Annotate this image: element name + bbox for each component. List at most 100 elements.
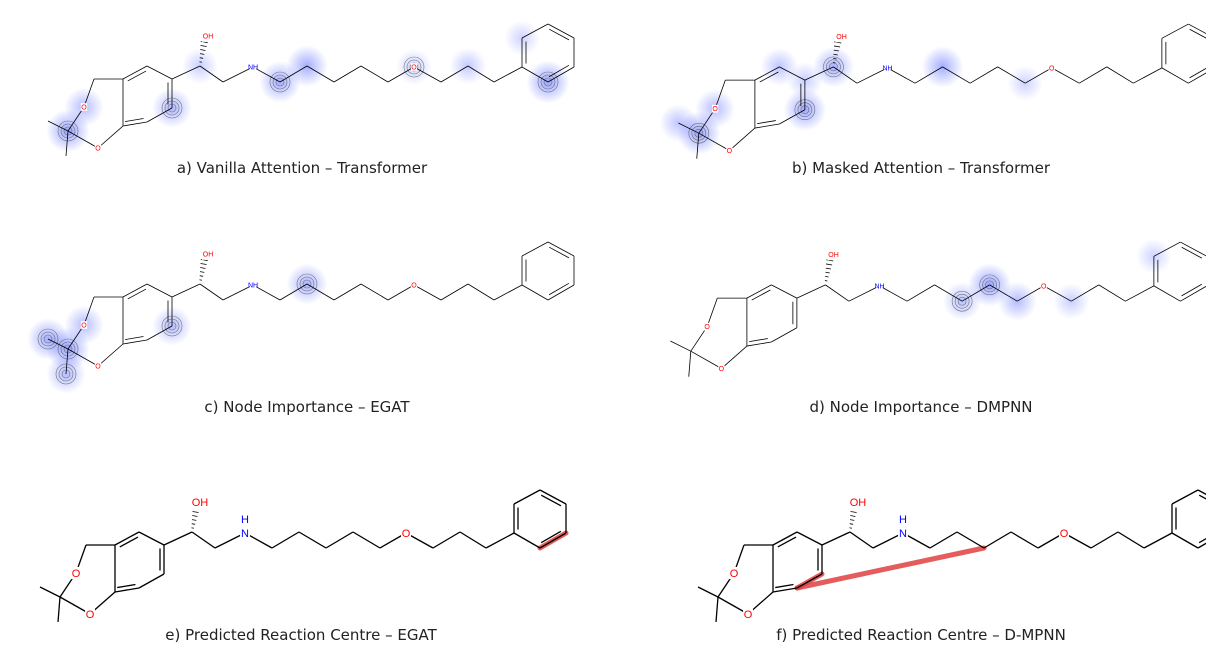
bond bbox=[191, 531, 216, 549]
double-bond bbox=[117, 583, 136, 589]
bond bbox=[521, 66, 549, 83]
atom-highlight bbox=[997, 281, 1037, 321]
bond bbox=[1197, 542, 1206, 549]
bond bbox=[333, 65, 362, 83]
caption-d: d) Node Importance – DMPNN bbox=[809, 398, 1033, 416]
bond bbox=[360, 65, 389, 83]
atom-label-o: O bbox=[81, 104, 87, 111]
attention-ring bbox=[409, 62, 419, 72]
bond bbox=[539, 532, 567, 549]
atom-label-o: O bbox=[95, 363, 101, 370]
attention-ring bbox=[60, 123, 76, 139]
atom-label-oh: OH bbox=[203, 33, 214, 40]
bond bbox=[690, 326, 708, 352]
atom-label-o: O bbox=[95, 145, 101, 152]
double-bond bbox=[777, 536, 797, 548]
double-bond bbox=[751, 289, 771, 301]
wedge-hash bbox=[191, 519, 197, 521]
double-bond bbox=[119, 536, 139, 548]
attention-ring bbox=[537, 71, 559, 93]
reaction-centre-bond bbox=[794, 545, 987, 591]
caption-a: a) Vanilla Attention – Transformer bbox=[176, 159, 428, 177]
bond bbox=[1090, 531, 1119, 549]
double-bond bbox=[548, 64, 570, 78]
bond bbox=[199, 65, 224, 83]
bond bbox=[746, 341, 772, 347]
caption-b: b) Masked Attention – Transformer bbox=[791, 159, 1051, 177]
bond bbox=[387, 284, 415, 301]
attention-ring bbox=[985, 280, 994, 290]
bond bbox=[697, 586, 719, 598]
double-bond bbox=[125, 336, 144, 340]
bond bbox=[138, 531, 165, 546]
atom-label-o: O bbox=[712, 106, 718, 113]
double-bond bbox=[749, 338, 768, 343]
attention-ring bbox=[957, 296, 967, 306]
bond bbox=[547, 284, 575, 301]
bond bbox=[872, 532, 904, 549]
wedge-hash bbox=[849, 523, 854, 525]
wedge-hash bbox=[199, 53, 205, 55]
atom-label-o: O bbox=[1060, 528, 1069, 540]
bond bbox=[1010, 531, 1039, 549]
bond bbox=[848, 285, 880, 302]
atom-label-o: O bbox=[704, 324, 710, 331]
bond bbox=[67, 324, 85, 350]
wedge-hash bbox=[850, 515, 856, 517]
bond bbox=[521, 284, 549, 301]
attention-ring bbox=[826, 59, 841, 75]
bond bbox=[432, 531, 461, 549]
double-bond bbox=[549, 246, 570, 259]
bond bbox=[729, 127, 756, 151]
bond bbox=[942, 66, 971, 84]
bond bbox=[796, 573, 823, 589]
double-bond bbox=[548, 282, 570, 296]
bond bbox=[222, 66, 254, 83]
atom-label-oh: OH bbox=[203, 251, 214, 258]
atom-highlight bbox=[659, 104, 698, 142]
bond bbox=[122, 121, 148, 127]
bond bbox=[146, 283, 173, 298]
bond bbox=[298, 531, 327, 549]
bond bbox=[678, 122, 699, 134]
bond bbox=[67, 106, 85, 132]
wedge-hash bbox=[833, 49, 840, 52]
bond bbox=[1098, 284, 1126, 302]
wedge-hash bbox=[199, 275, 204, 277]
bond bbox=[467, 65, 495, 83]
bond bbox=[271, 531, 300, 549]
atom-label-o: O bbox=[81, 322, 87, 329]
bond bbox=[138, 573, 165, 589]
atom-label-o: O bbox=[730, 568, 739, 580]
bond bbox=[83, 296, 95, 326]
atom-label-oh: OH bbox=[850, 497, 867, 509]
bond bbox=[989, 284, 1018, 302]
double-bond bbox=[775, 583, 794, 589]
atom-label-h: H bbox=[899, 514, 907, 526]
wedge-hash bbox=[850, 511, 857, 513]
wedge-hash bbox=[825, 271, 830, 274]
atom-label-nh: NH bbox=[248, 64, 258, 71]
atom-label-oh: OH bbox=[836, 34, 847, 41]
atom-highlight bbox=[1053, 283, 1090, 320]
bond bbox=[1197, 489, 1206, 496]
bond bbox=[1125, 285, 1155, 302]
attention-ring bbox=[954, 293, 970, 309]
bond bbox=[772, 587, 798, 593]
bond bbox=[690, 350, 722, 369]
bond bbox=[171, 283, 201, 298]
bond bbox=[199, 283, 224, 301]
bond bbox=[114, 587, 140, 593]
bond bbox=[746, 284, 772, 299]
attention-ring bbox=[269, 71, 291, 93]
double-bond bbox=[1181, 246, 1203, 259]
bond bbox=[997, 66, 1026, 84]
attention-ring bbox=[60, 341, 76, 357]
bond bbox=[856, 67, 888, 84]
bond bbox=[1017, 285, 1044, 302]
attention-ring bbox=[37, 328, 59, 350]
wedge-hash bbox=[849, 519, 855, 521]
bond bbox=[779, 66, 806, 81]
